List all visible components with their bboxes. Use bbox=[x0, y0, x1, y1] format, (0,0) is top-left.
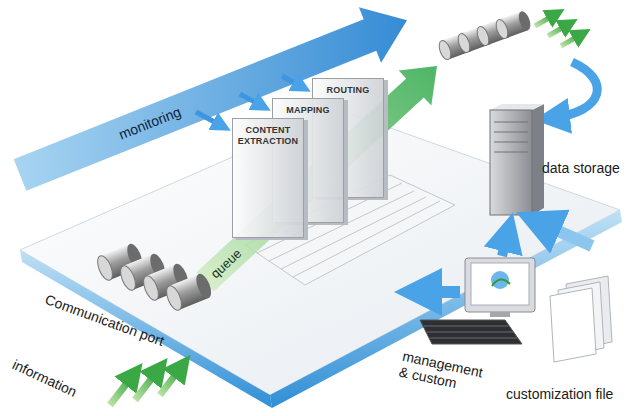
diagram-label: data storage bbox=[542, 160, 620, 176]
diagram-label: information bbox=[10, 356, 80, 400]
panel-title: ROUTING bbox=[313, 79, 383, 96]
panel-title: CONTENT EXTRACTION bbox=[233, 119, 303, 147]
diagram-label: management & custom bbox=[398, 348, 495, 398]
panel-title: MAPPING bbox=[273, 99, 343, 116]
diagram-label: customization file bbox=[506, 386, 613, 402]
process-panel: CONTENT EXTRACTION bbox=[232, 118, 304, 238]
